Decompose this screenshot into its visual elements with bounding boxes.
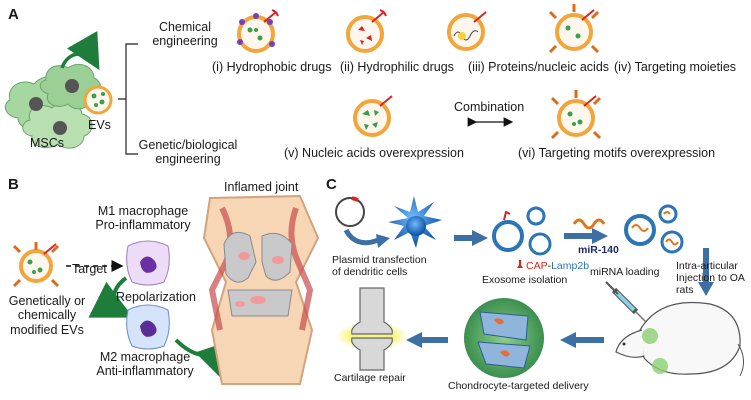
cap-text: CAP bbox=[526, 260, 548, 272]
delivery-to-repair-arrowhead bbox=[406, 332, 422, 348]
panel-b-letter: B bbox=[8, 176, 19, 193]
item-nucleic-acids-overexpression: (v) Nucleic acids overexpression bbox=[284, 146, 464, 160]
msc-label: MSCs bbox=[30, 136, 65, 150]
m1-line2: Pro-inflammatory bbox=[95, 218, 191, 233]
exosome-isolation-label: Exosome isolation bbox=[482, 274, 568, 286]
item-targeting-motifs-overexpression: (vi) Targeting motifs overexpression bbox=[518, 146, 716, 160]
genetic-engineering-label: Genetic/biological engineering bbox=[132, 138, 244, 167]
inflamed-joint-label: Inflamed joint bbox=[224, 180, 299, 194]
hydrophilic-vesicle-icon bbox=[346, 9, 387, 53]
repolarization-arrow bbox=[88, 276, 134, 318]
mir140-label: miR-140 bbox=[578, 244, 619, 256]
modified-evs-line2: chemically bbox=[17, 308, 77, 323]
item-targeting-moieties: (iv) Targeting moieties bbox=[614, 60, 737, 74]
chondrocyte-delivery-icon bbox=[464, 298, 544, 378]
m2-line2: Anti-inflammatory bbox=[96, 364, 194, 379]
cartilage-repair-icon bbox=[336, 287, 408, 371]
protein-vesicle-icon bbox=[447, 11, 487, 51]
m1-macrophage-label: M1 macrophage Pro-inflammatory bbox=[88, 204, 198, 233]
cartilage-repair-label: Cartilage repair bbox=[334, 372, 406, 384]
panel-a-letter: A bbox=[8, 6, 19, 23]
m1-macrophage-icon bbox=[126, 240, 170, 286]
m1-line1: M1 macrophage bbox=[97, 204, 189, 218]
mirna-loading-label: miRNA loading bbox=[590, 266, 660, 278]
loaded-exosomes-icon bbox=[624, 204, 684, 254]
chemical-engineering-line2: engineering bbox=[152, 34, 218, 49]
engineering-bracket bbox=[118, 43, 138, 155]
syringe-icon bbox=[605, 281, 649, 325]
cap-lamp-dash: - bbox=[547, 260, 552, 272]
msc-cells-icon bbox=[4, 63, 101, 149]
plasmid-transfection-label: Plasmid transfection of dendritic cells bbox=[332, 254, 427, 278]
msc-to-ev-arrow bbox=[60, 31, 100, 71]
item-proteins-nucleic-acids: (iii) Proteins/nucleic acids bbox=[468, 60, 610, 74]
chemical-engineering-label: Chemical engineering bbox=[138, 20, 232, 49]
ev-vesicle-icon bbox=[83, 85, 113, 115]
motif-vesicle-icon bbox=[550, 90, 602, 140]
plasmid-to-dc-arrowhead bbox=[376, 234, 390, 248]
repolarization-label: Repolarization bbox=[116, 290, 196, 304]
genetic-engineering-line1: Genetic/biological bbox=[138, 138, 238, 152]
item-hydrophobic-drugs: (i) Hydrophobic drugs bbox=[212, 60, 332, 74]
m2-line1: M2 macrophage bbox=[99, 350, 191, 364]
lamp2b-text: Lamp2b bbox=[551, 260, 590, 272]
plasmid-icon bbox=[335, 196, 365, 227]
targeting-vesicle-icon bbox=[548, 4, 600, 54]
modified-evs-line1: Genetically or bbox=[8, 294, 86, 308]
dendritic-cell-icon bbox=[388, 196, 442, 248]
modified-ev-icon bbox=[12, 242, 60, 288]
chondrocyte-delivery-label: Chondrocyte-targeted delivery bbox=[448, 380, 589, 392]
injection-line2: Injection to OA bbox=[676, 272, 745, 285]
item-hydrophilic-drugs: (ii) Hydrophilic drugs bbox=[340, 60, 454, 74]
hydrophobic-vesicle-icon bbox=[237, 9, 279, 53]
rat-illustration bbox=[615, 301, 744, 377]
dc-to-exosome-arrowhead bbox=[472, 230, 488, 246]
injection-to-delivery-arrowhead bbox=[560, 332, 576, 348]
modified-evs-line3: modified EVs bbox=[10, 322, 84, 337]
injection-label: Intra-articular Injection to OA rats bbox=[676, 260, 745, 296]
nucleic-acid-vesicle-icon bbox=[353, 95, 393, 137]
m2-macrophage-icon bbox=[126, 304, 170, 350]
plasmid-line2: of dendritic cells bbox=[332, 266, 408, 279]
exosome-to-loading-arrowhead bbox=[592, 228, 608, 244]
chemical-engineering-line1: Chemical bbox=[158, 20, 212, 34]
m2-macrophage-label: M2 macrophage Anti-inflammatory bbox=[84, 350, 206, 379]
exosome-group-icon bbox=[492, 206, 552, 268]
target-label: Target bbox=[72, 262, 107, 276]
inflamed-joint-illustration bbox=[202, 194, 320, 385]
loading-to-injection-arrowhead bbox=[698, 282, 714, 296]
modified-evs-label: Genetically or chemically modified EVs bbox=[2, 294, 92, 337]
cap-lamp2b-label: CAP-Lamp2b bbox=[526, 260, 589, 272]
ev-label: EVs bbox=[88, 118, 111, 132]
injection-line1: Intra-articular bbox=[676, 260, 738, 272]
injection-line3: rats bbox=[676, 284, 694, 297]
combination-label: Combination bbox=[454, 100, 525, 114]
genetic-engineering-line2: engineering bbox=[155, 152, 221, 167]
panel-c-letter: C bbox=[326, 176, 337, 193]
plasmid-line1: Plasmid transfection bbox=[332, 254, 427, 266]
plasmid-to-dc-arrow bbox=[343, 228, 379, 246]
orange-mirna-squiggle bbox=[572, 218, 606, 230]
